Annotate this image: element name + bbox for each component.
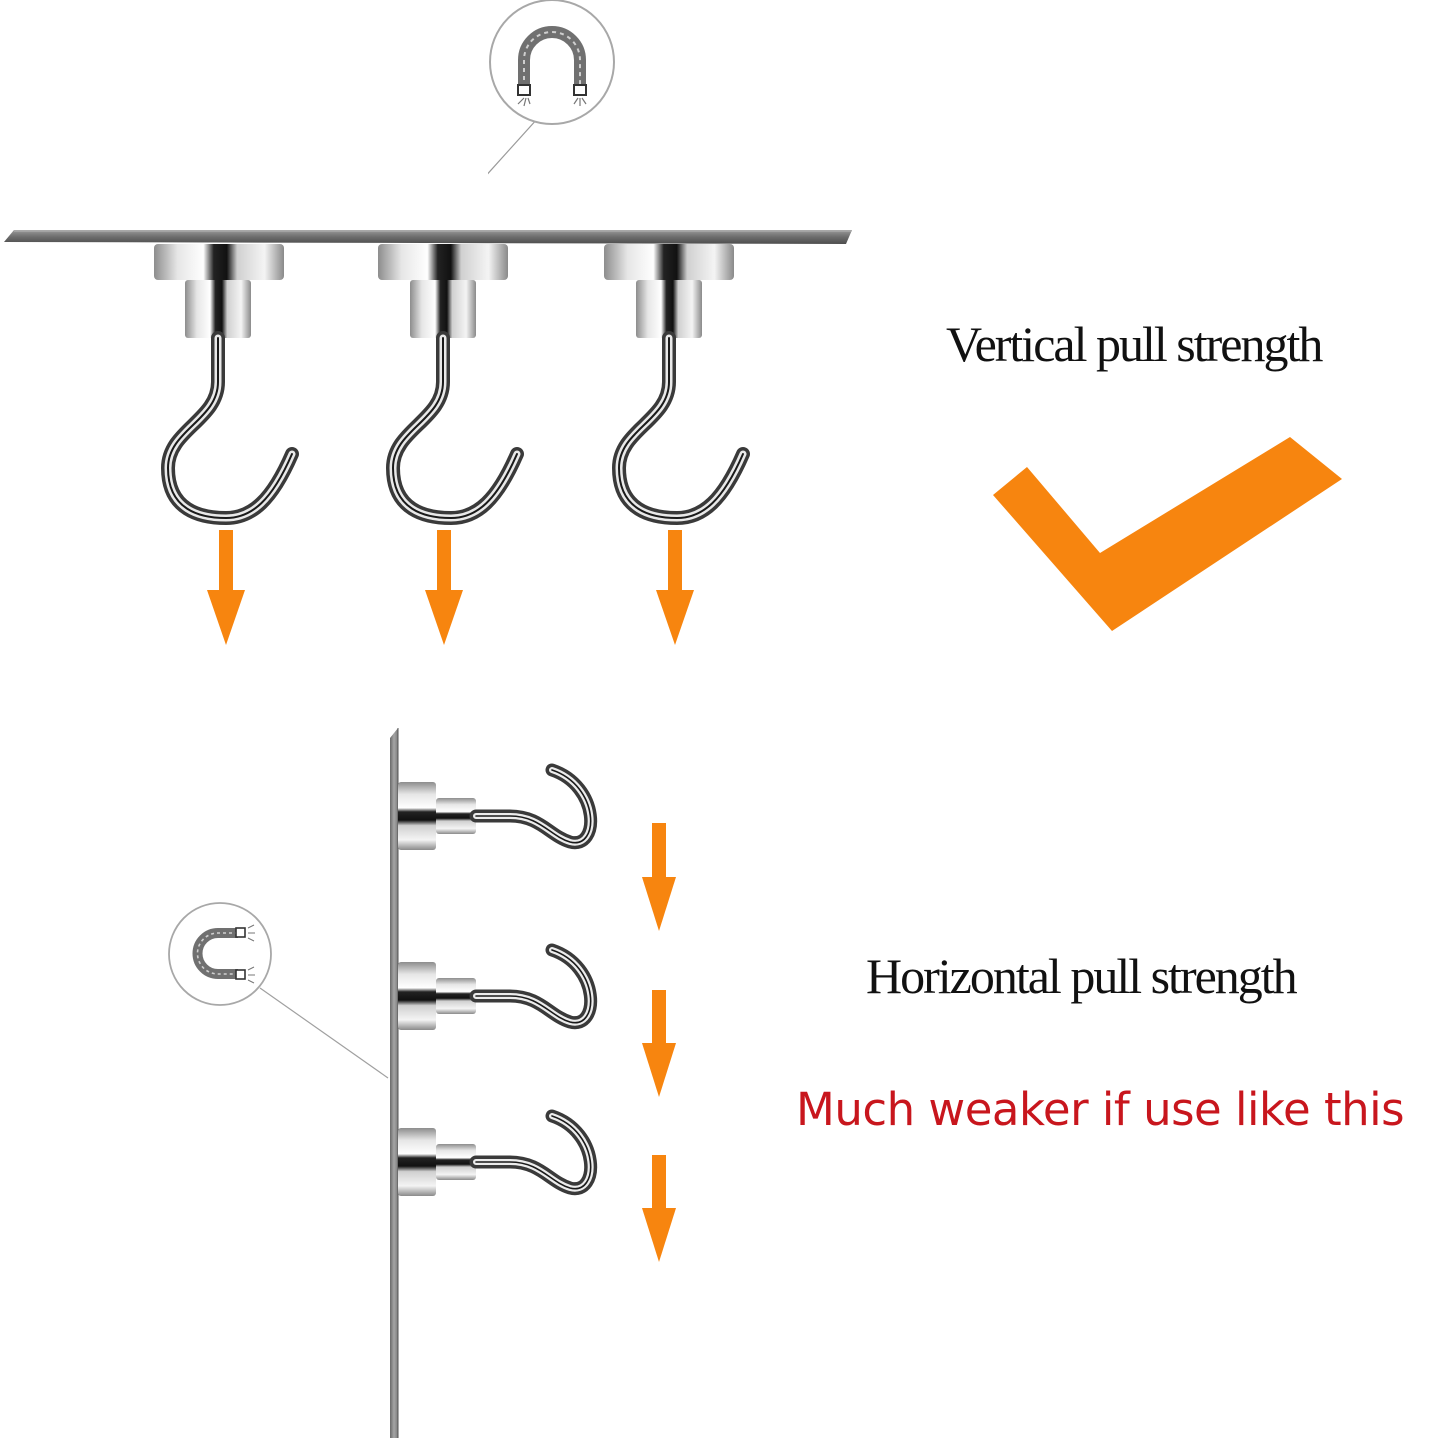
- ceiling-hook-3: [604, 244, 750, 526]
- arrow-down-icon: [207, 530, 245, 645]
- warning-text: Much weaker if use like this: [796, 1083, 1405, 1136]
- ceiling-hook-2: [378, 244, 524, 526]
- horizontal-pull-caption: Horizontal pull strength: [866, 948, 1298, 1004]
- checkmark-icon: [990, 435, 1350, 635]
- wall-hook-1: [398, 763, 598, 850]
- wall-hook-3: [398, 1109, 598, 1196]
- arrow-down-icon: [642, 990, 676, 1097]
- magnet-callout-top: [488, 0, 618, 240]
- magnet-callout-bottom: [160, 900, 400, 1100]
- horizontal-pull-arrows: [630, 815, 690, 1265]
- arrow-down-icon: [642, 1155, 676, 1262]
- ceiling-hook-1: [154, 244, 299, 526]
- ceiling-plate: [4, 230, 852, 244]
- wall-plate: [390, 728, 398, 1438]
- wall-plate-assembly: [380, 726, 640, 1440]
- vertical-pull-arrows: [150, 525, 710, 650]
- horseshoe-magnet-icon: [517, 26, 587, 107]
- wall-hook-2: [398, 943, 598, 1030]
- horseshoe-magnet-icon: [192, 924, 255, 984]
- arrow-down-icon: [425, 530, 463, 645]
- arrow-down-icon: [656, 530, 694, 645]
- vertical-pull-caption: Vertical pull strength: [946, 316, 1323, 372]
- arrow-down-icon: [642, 823, 676, 931]
- ceiling-plate-assembly: [0, 200, 860, 540]
